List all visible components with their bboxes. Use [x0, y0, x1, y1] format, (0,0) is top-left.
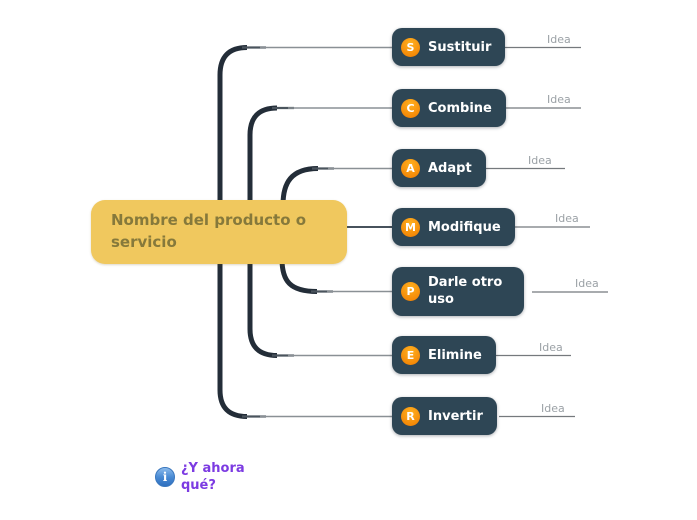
connector-invertir-root	[217, 259, 248, 419]
branch-label: Darle otro uso	[428, 275, 503, 307]
idea-placeholder[interactable]: Idea	[575, 277, 599, 290]
branch-label: Invertir	[428, 408, 483, 424]
branch-node-modifique[interactable]: M Modifique	[392, 208, 515, 246]
branch-node-adapt[interactable]: A Adapt	[392, 149, 486, 187]
branch-label: Combine	[428, 100, 492, 116]
scamper-letter-badge-c: C	[401, 98, 420, 118]
scamper-letter-badge-a: A	[401, 158, 420, 178]
branch-label: Adapt	[428, 160, 472, 176]
footer-link-label[interactable]: ¿Y ahora qué?	[181, 461, 245, 493]
idea-placeholder[interactable]: Idea	[547, 33, 571, 46]
idea-placeholder[interactable]: Idea	[547, 93, 571, 106]
branch-label: Sustituir	[428, 39, 492, 55]
idea-placeholder[interactable]: Idea	[539, 341, 563, 354]
branch-node-invertir[interactable]: R Invertir	[392, 397, 497, 435]
idea-placeholder[interactable]: Idea	[555, 212, 579, 225]
scamper-letter-badge-r: R	[401, 406, 420, 426]
connector-adapt-root	[280, 166, 319, 206]
scamper-letter-badge-m: M	[401, 217, 420, 237]
branch-node-elimine[interactable]: E Elimine	[392, 336, 496, 374]
branch-node-darle-otro-uso[interactable]: P Darle otro uso	[392, 267, 524, 316]
connector-combine-root	[247, 105, 278, 205]
info-icon[interactable]: i	[155, 467, 175, 487]
branch-label: Modifique	[428, 219, 501, 235]
scamper-letter-badge-p: P	[401, 282, 420, 301]
branch-node-sustituir[interactable]: S Sustituir	[392, 28, 506, 66]
idea-placeholder[interactable]: Idea	[528, 154, 552, 167]
connector-elimine-root	[247, 259, 278, 358]
branch-label: Elimine	[428, 347, 482, 363]
connector-darle-root	[279, 258, 318, 294]
connector-sustituir-root	[217, 45, 248, 205]
central-topic-node[interactable]: Nombre del producto o servicio	[91, 200, 347, 264]
branch-node-combine[interactable]: C Combine	[392, 89, 506, 127]
scamper-letter-badge-e: E	[401, 345, 420, 365]
scamper-letter-badge-s: S	[401, 37, 420, 57]
idea-placeholder[interactable]: Idea	[541, 402, 565, 415]
